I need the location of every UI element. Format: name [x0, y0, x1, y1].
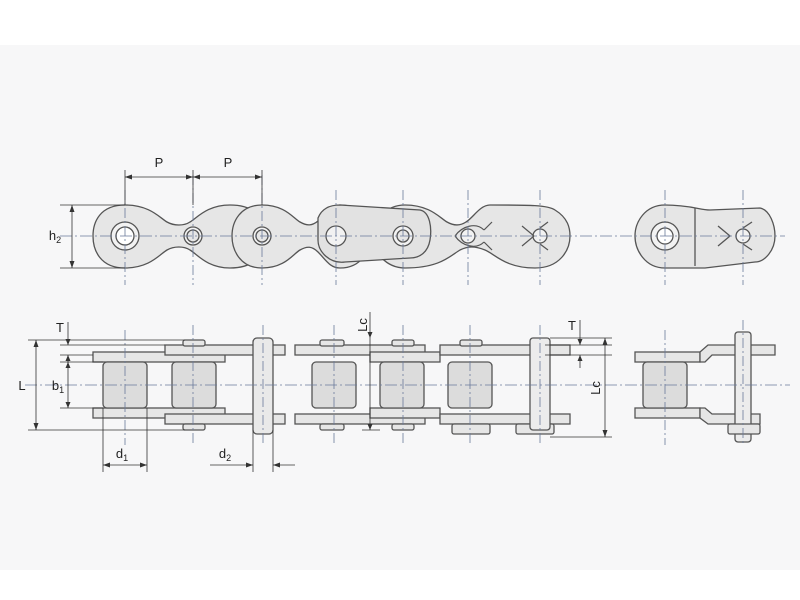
inner-plate-top-2 — [369, 351, 441, 363]
spring-clips — [454, 221, 549, 251]
Lc-label-right: Lc — [588, 381, 603, 395]
d1-dimension — [102, 408, 148, 472]
outer-plate-bottom-1 — [164, 413, 286, 425]
outer-plate-top-2 — [294, 344, 426, 356]
T-dimension-right — [545, 320, 612, 368]
T-dimension-left — [60, 322, 165, 366]
offset-link-plate — [317, 204, 432, 263]
h2-label: h2 — [49, 228, 61, 245]
inner-plate-bottom-1 — [92, 407, 226, 419]
d2-dimension — [210, 430, 295, 472]
outer-plate-top-1 — [164, 344, 286, 356]
pitch-label-left: P — [155, 155, 164, 170]
d1-label: d1 — [116, 446, 128, 463]
outer-plate-bottom-2 — [294, 413, 426, 425]
outer-plate-top-3 — [439, 344, 571, 356]
outer-plate-bottom-3 — [439, 413, 571, 425]
Lc-label-middle: Lc — [355, 318, 370, 332]
T-label-left: T — [56, 320, 64, 335]
T-label-right: T — [568, 318, 576, 333]
inner-plate-bottom-2 — [369, 407, 441, 419]
inner-link-plate-1 — [92, 204, 268, 269]
pitch-dimension — [124, 170, 263, 205]
end-link-view — [634, 204, 776, 269]
Lc-dimension-middle — [362, 312, 380, 431]
d2-label: d2 — [219, 446, 231, 463]
pitch-label-right: P — [224, 155, 233, 170]
b1-dimension — [60, 361, 103, 409]
drawing-frame — [0, 45, 800, 570]
inner-plate-top-1 — [92, 351, 226, 363]
vertical-center-lines-bottom — [124, 320, 744, 445]
L-label: L — [18, 378, 25, 393]
b1-label: b1 — [52, 378, 64, 395]
L-dimension — [28, 339, 185, 431]
h2-dimension — [60, 204, 125, 269]
Lc-dimension-right — [550, 337, 612, 438]
